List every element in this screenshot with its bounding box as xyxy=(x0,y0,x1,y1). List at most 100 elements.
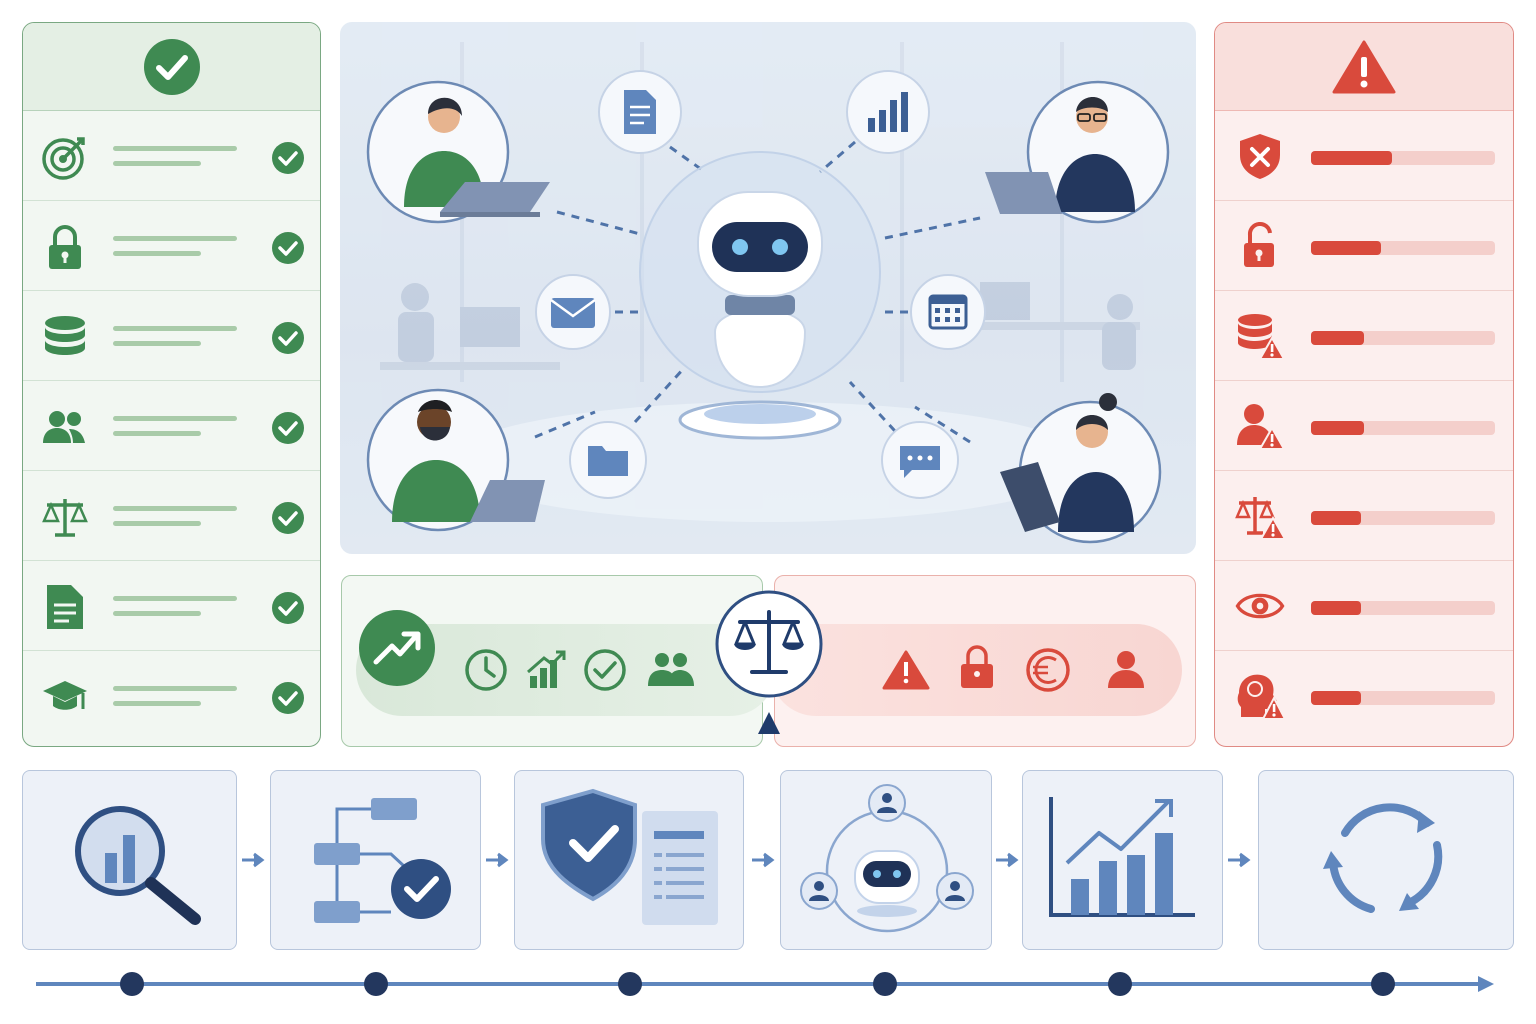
check-circle-icon xyxy=(272,322,304,354)
lock-icon xyxy=(961,645,993,688)
risk-row xyxy=(1215,201,1513,291)
timeline-markers xyxy=(120,972,1395,996)
benefit-line xyxy=(113,686,237,691)
database-icon xyxy=(45,316,85,355)
benefit-line xyxy=(113,326,237,331)
shield-x-icon xyxy=(1240,134,1280,179)
person-icon xyxy=(1108,651,1144,688)
benefits-panel xyxy=(22,22,321,747)
risk-level-fill xyxy=(1311,601,1361,615)
risk-level-fill xyxy=(1311,331,1365,345)
risk-level-bar xyxy=(1311,511,1495,525)
user-warning-icon xyxy=(1237,404,1285,450)
risk-row xyxy=(1215,651,1513,741)
target-icon xyxy=(42,137,85,180)
risk-level-fill xyxy=(1311,511,1361,525)
check-circle-icon xyxy=(272,412,304,444)
check-circle-icon xyxy=(272,142,304,174)
timeline-marker xyxy=(618,972,642,996)
risk-row xyxy=(1215,471,1513,561)
risk-row xyxy=(1215,111,1513,201)
database-warning-icon xyxy=(1238,314,1285,360)
risk-level-bar xyxy=(1311,601,1495,615)
timeline-marker xyxy=(1371,972,1395,996)
warning-icon xyxy=(1332,40,1396,93)
balance-scale-icon xyxy=(715,590,823,734)
document-node xyxy=(598,70,682,154)
step-arrow xyxy=(486,852,509,868)
risk-row xyxy=(1215,291,1513,381)
benefit-row xyxy=(23,561,320,651)
timeline-marker xyxy=(364,972,388,996)
process-step-workflow xyxy=(270,770,481,950)
benefit-line xyxy=(113,236,237,241)
benefit-line xyxy=(113,161,201,166)
benefit-row xyxy=(23,201,320,291)
lock-icon xyxy=(49,225,81,269)
benefit-row xyxy=(23,111,320,201)
team-icon xyxy=(648,653,694,686)
scales-warning-icon xyxy=(1235,497,1285,540)
check-circle-icon xyxy=(272,682,304,714)
check-circle-icon xyxy=(143,38,200,95)
step-arrow xyxy=(242,852,265,868)
benefit-line xyxy=(113,341,201,346)
benefit-line xyxy=(113,596,237,601)
benefit-line xyxy=(113,416,237,421)
check-circle-icon xyxy=(272,502,304,534)
benefit-line xyxy=(113,611,201,616)
risk-level-bar xyxy=(1311,421,1495,435)
ai-hub-scene xyxy=(340,22,1196,554)
performance-chart-icon xyxy=(1049,797,1195,917)
risks-header xyxy=(1215,23,1513,111)
risks-panel xyxy=(1214,22,1514,747)
risk-level-bar xyxy=(1311,691,1495,705)
growth-chart-icon xyxy=(527,650,566,688)
risk-level-bar xyxy=(1311,331,1495,345)
benefits-header xyxy=(23,23,320,111)
continuous-cycle-icon xyxy=(1323,803,1443,913)
benefit-row xyxy=(23,291,320,381)
workflow-check-icon xyxy=(314,798,451,923)
check-circle-icon xyxy=(272,592,304,624)
warning-icon xyxy=(882,650,930,690)
benefit-line xyxy=(113,701,201,706)
step-arrow xyxy=(752,852,775,868)
timeline-marker xyxy=(1108,972,1132,996)
process-step-security xyxy=(514,770,744,950)
process-step-analysis xyxy=(22,770,237,950)
step-arrow xyxy=(996,852,1019,868)
process-step-cycle xyxy=(1258,770,1514,950)
check-icon xyxy=(584,649,626,691)
ai-collaboration-icon xyxy=(800,784,974,933)
scales-icon xyxy=(42,499,88,537)
unlock-icon xyxy=(1244,222,1274,267)
trend-up-icon xyxy=(359,610,435,686)
clock-icon xyxy=(465,649,507,691)
security-policy-icon xyxy=(541,788,718,925)
benefit-line xyxy=(113,521,201,526)
benefit-row xyxy=(23,651,320,741)
risk-level-fill xyxy=(1311,241,1381,255)
euro-icon xyxy=(1026,648,1070,692)
benefit-row xyxy=(23,381,320,471)
timeline xyxy=(36,972,1494,996)
risk-level-fill xyxy=(1311,421,1365,435)
balance-icons xyxy=(359,610,1144,692)
process-step-collaboration xyxy=(780,770,992,950)
document-icon xyxy=(47,585,83,629)
risk-row xyxy=(1215,561,1513,651)
timeline-marker xyxy=(873,972,897,996)
analysis-search-icon xyxy=(75,806,201,925)
risk-level-bar xyxy=(1311,241,1495,255)
benefit-line xyxy=(113,251,201,256)
eye-icon xyxy=(1235,593,1285,619)
check-circle-icon xyxy=(272,232,304,264)
risk-level-fill xyxy=(1311,151,1392,165)
graduation-cap-icon xyxy=(43,681,87,710)
risk-level-bar xyxy=(1311,151,1495,165)
benefit-line xyxy=(113,431,201,436)
risk-level-fill xyxy=(1311,691,1361,705)
step-arrow xyxy=(1228,852,1251,868)
head-warning-icon xyxy=(1237,674,1285,720)
